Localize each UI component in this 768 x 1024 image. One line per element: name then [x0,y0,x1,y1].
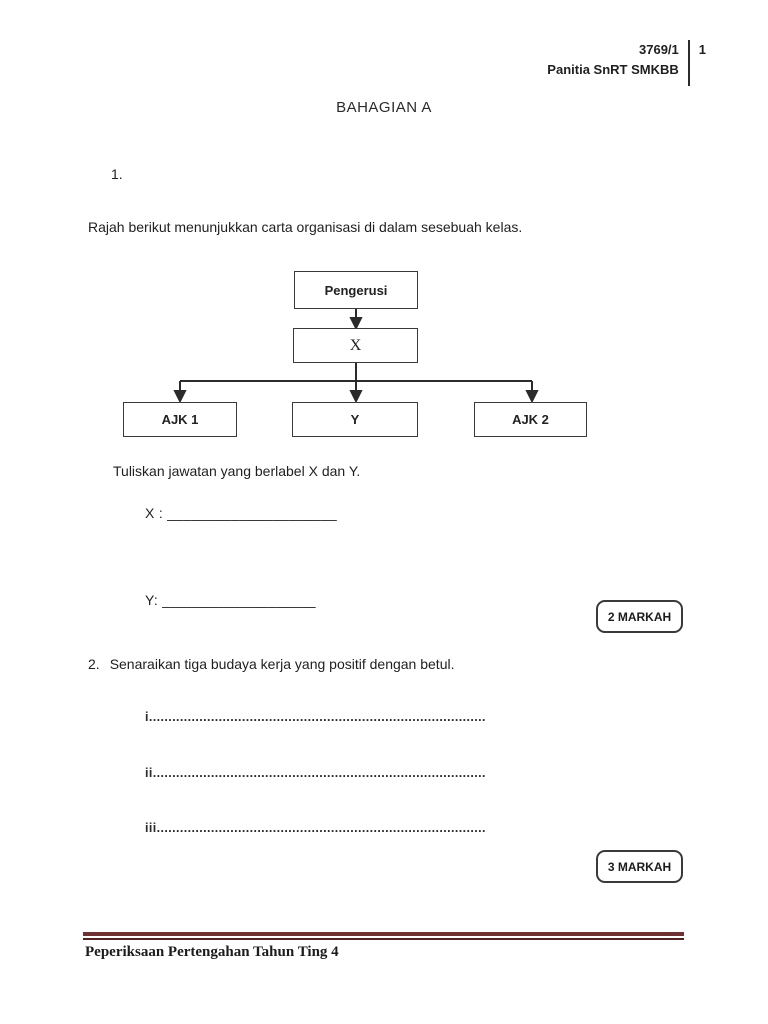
header-divider [687,40,690,86]
org-chart-box-y: Y [292,402,418,437]
section-title: BAHAGIAN A [336,99,432,116]
question2-text: Senaraikan tiga budaya kerja yang positi… [109,656,455,672]
page-header: 3769/1 Panitia SnRT SMKBB 1 [547,40,706,86]
answer-line-iii: iii.....................................… [145,821,485,835]
org-chart-box-ajk2: AJK 2 [474,402,587,437]
org-chart-box-ajk1: AJK 1 [123,402,237,437]
footer-rule-thin [83,938,684,940]
question2-number: 2. [88,656,100,672]
question2-line: 2. Senaraikan tiga budaya kerja yang posi… [88,656,455,672]
question2-marks-badge: 3 MARKAH [596,850,683,883]
page-number: 1 [698,42,706,57]
paper-code: 3769/1 [639,42,679,57]
answer-line-x: X : _____________________ [145,505,338,521]
footer-title: Peperiksaan Pertengahan Tahun Ting 4 [85,944,339,960]
header-left: 3769/1 Panitia SnRT SMKBB [547,40,687,80]
question1-instruction: Tuliskan jawatan yang berlabel X dan Y. [113,463,361,479]
answer-line-ii: ii......................................… [145,766,485,780]
answer-line-y: Y: ___________________ [145,592,316,608]
committee-name: Panitia SnRT SMKBB [547,62,679,77]
org-chart-box-root: Pengerusi [294,271,418,309]
answer-line-i: i.......................................… [145,710,485,724]
org-chart-box-x: X [293,328,418,363]
question1-number: 1. [111,166,123,182]
question1-marks-badge: 2 MARKAH [596,600,683,633]
footer-rule-thick [83,932,684,936]
question1-intro: Rajah berikut menunjukkan carta organisa… [88,219,523,235]
